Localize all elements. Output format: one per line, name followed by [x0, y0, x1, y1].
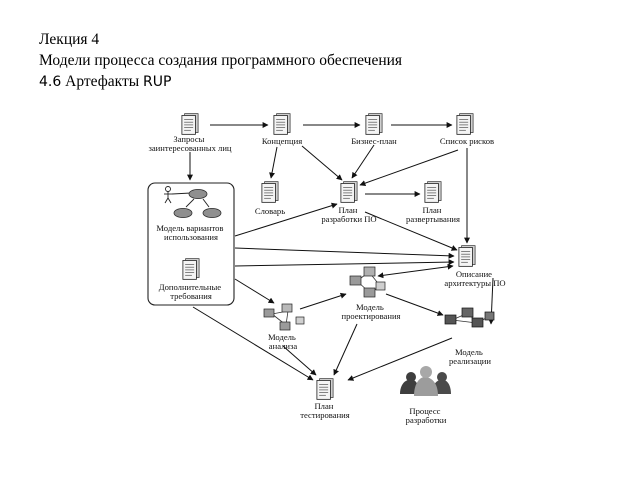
section-number: 4.6	[39, 74, 62, 90]
plan-razrabotki-document-icon	[340, 181, 358, 203]
spisok-riskov-document-icon	[456, 113, 474, 135]
biznes-plan-document-icon	[365, 113, 383, 135]
edge-model-arh1	[234, 247, 455, 259]
edge-proekt-test	[333, 323, 358, 376]
label-model-realizacii: Модель реализации	[449, 347, 491, 366]
section-title: 4.6 Артефакты RUP	[39, 72, 171, 92]
label-plan-razvertyvaniya: План развертывания	[406, 205, 460, 224]
label-model-variantov: Модель вариантов использования	[156, 223, 225, 242]
course-title: Модели процесса создания программного об…	[39, 52, 403, 69]
model-proektirovaniya-icon	[349, 266, 386, 298]
label-process-razrabotki: Процесс разработки	[406, 406, 447, 425]
edge-analiz-proekt	[299, 292, 347, 310]
edge-model-test	[192, 306, 314, 381]
edges	[187, 122, 495, 381]
label-zaprosy: Запросы заинтересованных лиц	[148, 134, 231, 153]
edge-realiz-test	[347, 337, 453, 381]
edge-koncepciya-slovar	[269, 146, 278, 179]
opisanie-arhitektury-document-icon	[458, 245, 476, 267]
edge-analiz-test	[282, 345, 317, 376]
edge-proekt-arh	[377, 263, 454, 279]
label-dop-trebovaniya: Дополнительные требования	[159, 282, 224, 301]
edge-plan-arh	[364, 211, 458, 251]
label-slovar: Словарь	[255, 206, 285, 216]
label-koncepciya: Концепция	[262, 136, 302, 146]
section-name: Артефакты	[65, 73, 140, 90]
plan-razvertyvaniya-document-icon	[424, 181, 442, 203]
label-plan-razrabotki: План разработки ПО	[321, 205, 376, 224]
plan-testirovaniya-document-icon	[316, 378, 334, 400]
label-model-proektirovaniya: Модель проектирования	[341, 302, 400, 321]
section-abbr: RUP	[143, 74, 172, 90]
node-labels: Запросы заинтересованных лиц Концепция Б…	[148, 134, 505, 425]
label-spisok-riskov: Список рисков	[440, 136, 494, 146]
label-model-analiza: Модель анализа	[268, 332, 298, 351]
use-case-model-icon	[164, 186, 222, 218]
edge-biznes-plan	[351, 144, 375, 179]
slovar-document-icon	[261, 181, 279, 203]
label-biznes-plan: Бизнес-план	[351, 136, 397, 146]
edge-model-arh2	[234, 259, 455, 267]
model-realizacii-icon	[444, 307, 495, 328]
edge-model-plan	[234, 202, 338, 237]
people-icon	[400, 366, 451, 396]
dop-trebovaniya-document-icon	[182, 258, 200, 280]
model-analiza-icon	[263, 303, 305, 331]
edge-model-analiz	[234, 278, 275, 304]
zaprosy-document-icon	[181, 113, 199, 135]
edge-riski-plan	[359, 149, 459, 187]
edge-koncepciya-plan	[301, 145, 343, 181]
label-plan-testirovaniya: План тестирования	[300, 401, 350, 420]
lecture-title: Лекция 4	[39, 31, 100, 48]
label-opisanie-arhitektury: Описание архитектуры ПО	[444, 269, 505, 288]
edge-proekt-realiz	[385, 293, 444, 316]
koncepciya-document-icon	[273, 113, 291, 135]
